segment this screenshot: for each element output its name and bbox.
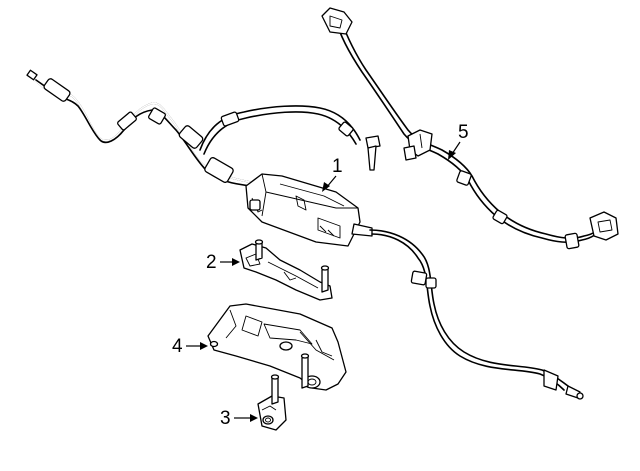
callout-2: 2 — [206, 252, 240, 273]
sensor-pin — [365, 135, 381, 171]
callout-2-label: 2 — [206, 252, 217, 273]
stud-bracket — [257, 374, 287, 431]
left-brake-cable — [26, 69, 253, 187]
callout-5: 5 — [448, 122, 469, 160]
wiring-harness — [321, 7, 619, 250]
callout-5-label: 5 — [458, 122, 469, 143]
callout-1: 1 — [322, 156, 343, 192]
loose-stud — [300, 353, 310, 389]
upper-cable-loop — [199, 105, 361, 155]
parking-brake-module — [245, 173, 373, 247]
callout-4-label: 4 — [172, 336, 183, 357]
callout-1-label: 1 — [332, 156, 343, 177]
callout-3-label: 3 — [220, 408, 231, 429]
callout-3: 3 — [220, 408, 258, 429]
mounting-bracket — [239, 239, 333, 301]
callout-4: 4 — [172, 336, 208, 357]
right-brake-cable — [369, 229, 584, 400]
